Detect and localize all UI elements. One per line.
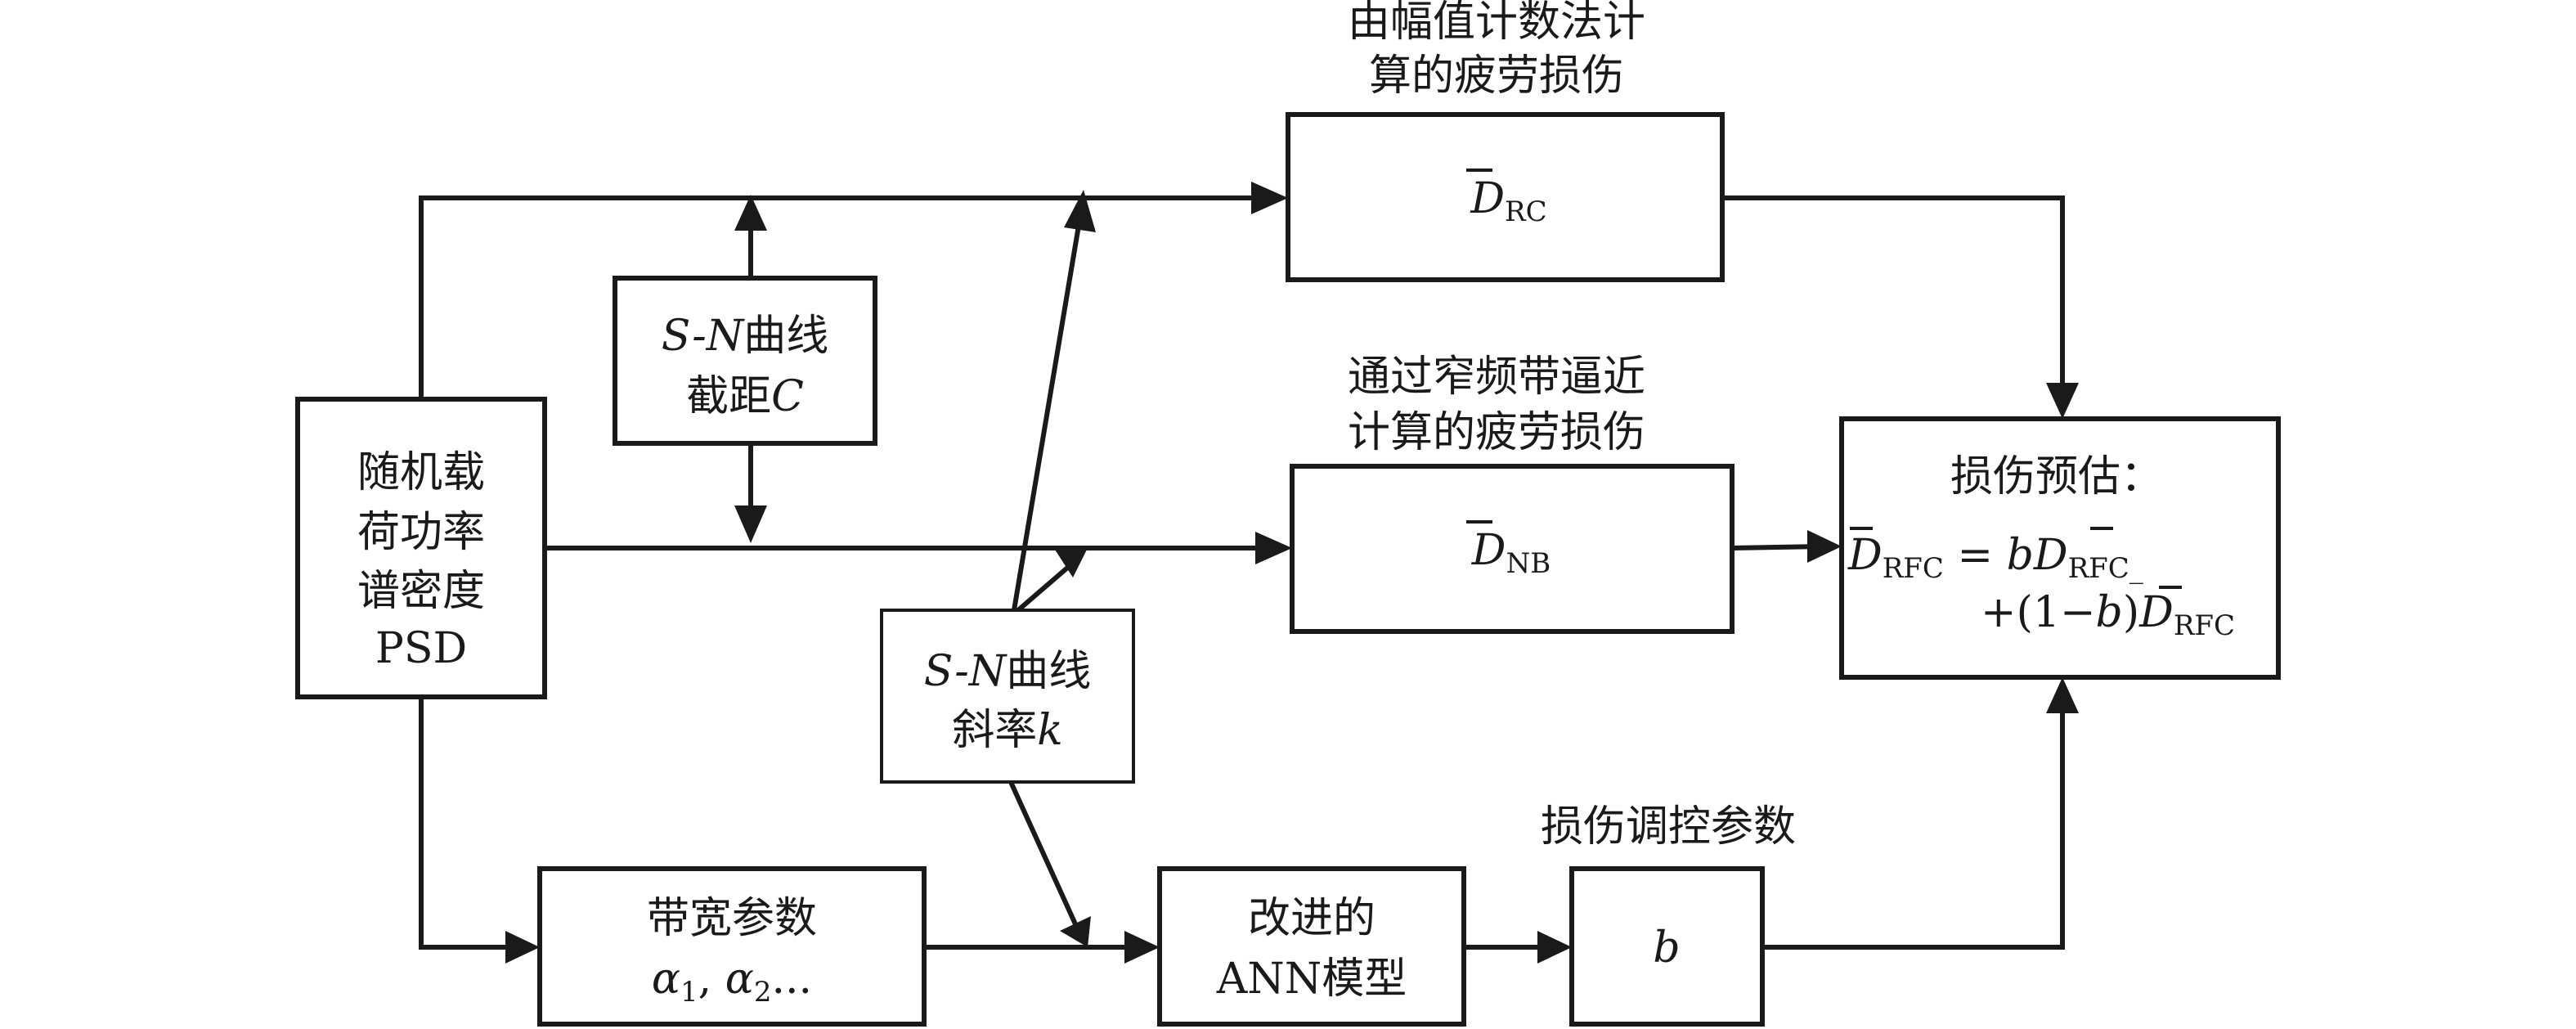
node-sn-intercept: S-N曲线 截距C [613, 276, 877, 446]
svg-text:算的疲劳损伤: 算的疲劳损伤 [1369, 52, 1624, 101]
edge-b-to-estimate [1762, 703, 2065, 950]
node-b: b [1569, 866, 1765, 1027]
arrowhead [505, 931, 540, 964]
arrowhead [2046, 383, 2079, 419]
svg-text:α1, α2...: α1, α2... [652, 955, 812, 1009]
node-d-nb: DNB [1290, 464, 1735, 634]
caption-b: 损伤调控参数 [1541, 802, 1796, 852]
edge-psd-to-drc [419, 195, 1277, 399]
svg-text:谱密度: 谱密度 [357, 567, 485, 616]
svg-text:改进的: 改进的 [1248, 894, 1376, 943]
connectors [419, 182, 2079, 964]
svg-text:b: b [1653, 923, 1680, 973]
svg-text:S-N曲线: S-N曲线 [924, 647, 1092, 696]
edge-slope-to-middle [1016, 562, 1073, 613]
arrowhead [1251, 182, 1288, 214]
caption-nb: 通过窄频带逼近 计算的疲劳损伤 [1348, 353, 1645, 457]
edge-slope-to-top [1012, 220, 1082, 611]
arrowhead [734, 195, 767, 231]
svg-text:DRC: DRC [1470, 174, 1546, 228]
edge-drc-to-estimate [1722, 195, 2065, 398]
node-d-rc: DRC [1286, 112, 1725, 282]
node-psd: 随机载 荷功率 谱密度 PSD [295, 397, 547, 699]
svg-text:荷功率: 荷功率 [357, 508, 485, 557]
node-sn-slope: S-N曲线 斜率k [880, 609, 1135, 784]
svg-text:由幅值计数法计: 由幅值计数法计 [1348, 0, 1645, 47]
svg-text:PSD: PSD [375, 624, 467, 673]
arrowhead [734, 506, 767, 543]
svg-text:截距C: 截距C [686, 372, 804, 421]
svg-text:损伤预估：: 损伤预估： [1950, 452, 2163, 501]
arrowhead [1255, 532, 1292, 564]
arrowhead [1060, 916, 1091, 947]
caption-rc: 由幅值计数法计 算的疲劳损伤 [1348, 0, 1645, 101]
svg-text:斜率k: 斜率k [952, 706, 1063, 755]
arrowhead [1055, 548, 1088, 577]
svg-text:DRFC = bDRFC_: DRFC = bDRFC_ [1847, 531, 2143, 585]
arrowhead [1124, 931, 1160, 964]
svg-text:ANN模型: ANN模型 [1216, 955, 1407, 1004]
node-bandwidth: 带宽参数 α1, α2... [537, 866, 927, 1027]
arrowhead [2046, 677, 2079, 713]
svg-text:DNB: DNB [1471, 526, 1551, 580]
svg-text:带宽参数: 带宽参数 [647, 894, 817, 943]
arrowhead [1064, 190, 1096, 232]
svg-text:+(1−b)DRFC: +(1−b)DRFC [1981, 588, 2235, 642]
edge-slope-to-bottom [1008, 780, 1079, 928]
node-ann: 改进的 ANN模型 [1157, 866, 1466, 1027]
sn-prefix: S-N [662, 312, 745, 361]
svg-text:S-N曲线: S-N曲线 [662, 312, 829, 361]
svg-text:通过窄频带逼近: 通过窄频带逼近 [1348, 353, 1645, 402]
arrowhead [1807, 530, 1842, 563]
svg-text:随机载: 随机载 [357, 448, 485, 497]
arrowhead [1537, 931, 1572, 964]
edge-psd-to-bandwidth [419, 697, 523, 950]
node-estimate: 损伤预估： DRFC = bDRFC_ +(1−b)DRFC [1839, 416, 2281, 680]
svg-text:计算的疲劳损伤: 计算的疲劳损伤 [1348, 408, 1645, 457]
